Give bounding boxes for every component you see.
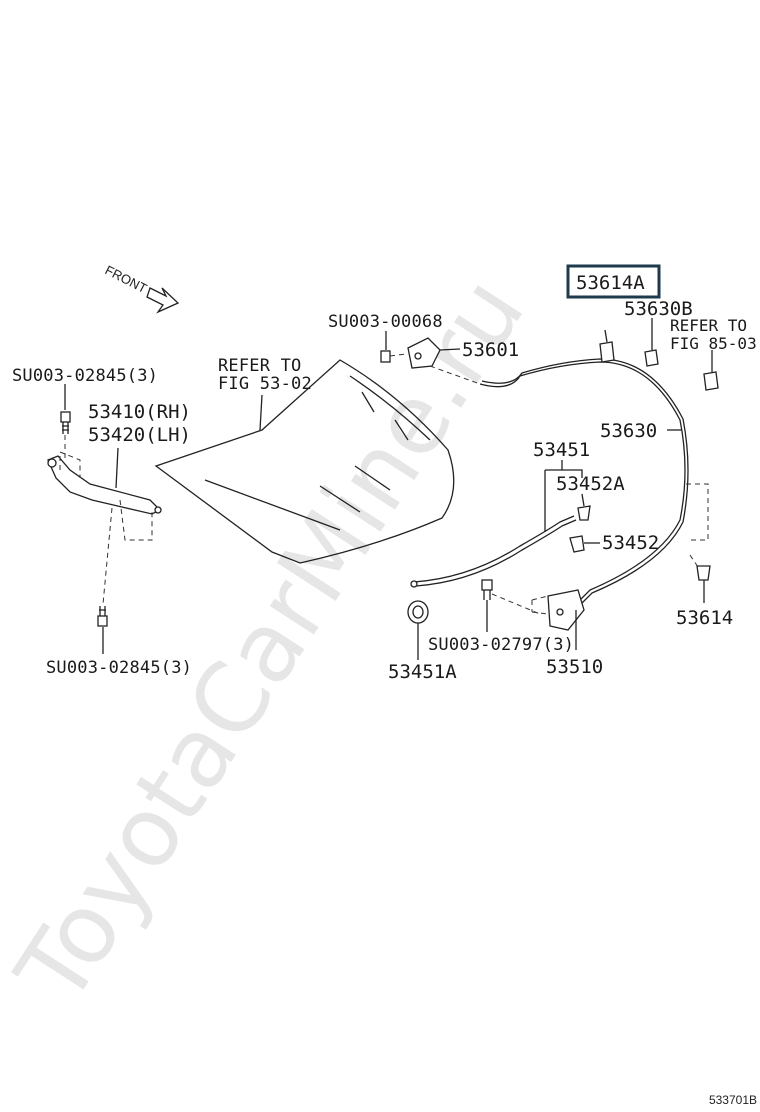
label-53451[interactable]: 53451 — [533, 439, 590, 461]
label-su003-02797[interactable]: SU003-02797(3) — [428, 635, 574, 655]
label-53614[interactable]: 53614 — [676, 607, 733, 629]
label-refer-53-line1: REFER TO — [218, 356, 301, 376]
front-label: FRONT — [103, 262, 150, 296]
clip-53614 — [696, 565, 711, 603]
label-53452[interactable]: 53452 — [602, 532, 659, 554]
front-arrow-icon — [146, 287, 180, 314]
highlight-box — [566, 264, 661, 299]
clip-53452 — [569, 535, 600, 553]
bolt-top-left — [60, 384, 71, 458]
release-lever-cable — [410, 460, 583, 588]
label-53452A[interactable]: 53452A — [556, 473, 625, 495]
clip-53630B — [644, 318, 659, 367]
label-su003-02845-bottom[interactable]: SU003-02845(3) — [46, 658, 192, 678]
grommet-53451A — [407, 600, 429, 660]
hood-lock-lower — [531, 589, 585, 650]
hood-panel — [154, 359, 455, 564]
label-53630[interactable]: 53630 — [600, 420, 657, 442]
bolt-bottom-left — [97, 507, 113, 654]
label-53420[interactable]: 53420(LH) — [88, 424, 191, 446]
label-53451A[interactable]: 53451A — [388, 661, 457, 683]
clip-53452A — [577, 493, 591, 521]
label-su003-02845-top[interactable]: SU003-02845(3) — [12, 366, 158, 386]
front-arrow: FRONT — [103, 262, 180, 314]
bolt-lower — [481, 579, 541, 632]
label-53410[interactable]: 53410(RH) — [88, 401, 191, 423]
grommet-refer — [703, 350, 719, 391]
label-53601[interactable]: 53601 — [462, 339, 519, 361]
label-refer-85-line1: REFER TO — [670, 316, 747, 335]
label-53630B[interactable]: 53630B — [624, 298, 693, 320]
label-53614A[interactable]: 53614A — [576, 272, 645, 294]
label-refer-53-line2[interactable]: FIG 53-02 — [218, 374, 312, 394]
figure-code: 533701B — [709, 1093, 757, 1107]
label-refer-85-line2[interactable]: FIG 85-03 — [670, 334, 757, 353]
release-cable — [479, 358, 709, 606]
label-su003-00068[interactable]: SU003-00068 — [328, 312, 443, 332]
hood-hinge — [47, 447, 162, 541]
clip-53614A — [599, 329, 615, 363]
hood-lock-upper — [380, 331, 481, 385]
label-53510[interactable]: 53510 — [546, 656, 603, 678]
